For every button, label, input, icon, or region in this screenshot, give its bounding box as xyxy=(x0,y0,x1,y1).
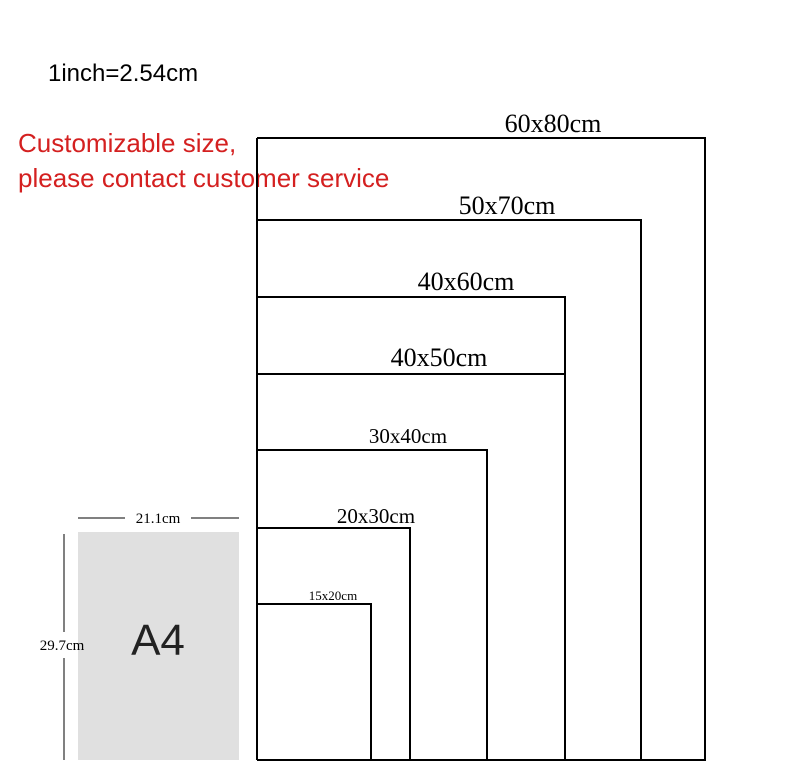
a4-width-label: 21.1cm xyxy=(136,511,181,527)
size-label-50x70: 50x70cm xyxy=(459,191,556,220)
a4-reference: A4 21.1cm 29.7cm xyxy=(40,511,239,760)
custom-notice-line1: Customizable size, xyxy=(18,128,236,158)
size-label-15x20: 15x20cm xyxy=(309,588,357,603)
frame-40x50 xyxy=(257,373,566,760)
custom-notice-line2: please contact customer service xyxy=(18,163,389,193)
a4-height-label: 29.7cm xyxy=(40,638,85,654)
frame-60x80 xyxy=(257,137,706,760)
a4-sheet xyxy=(78,532,239,760)
a4-label: A4 xyxy=(131,616,185,665)
frame-15x20 xyxy=(257,603,372,760)
size-label-60x80: 60x80cm xyxy=(505,109,602,138)
frame-20x30 xyxy=(257,527,411,760)
size-label-40x50: 40x50cm xyxy=(391,343,488,372)
frame-50x70 xyxy=(257,219,642,760)
size-label-40x60: 40x60cm xyxy=(418,267,515,296)
size-label-20x30: 20x30cm xyxy=(337,504,415,528)
conversion-note: 1inch=2.54cm xyxy=(48,60,198,87)
size-label-30x40: 30x40cm xyxy=(369,424,447,448)
size-frames xyxy=(256,137,706,761)
frame-30x40 xyxy=(257,449,488,760)
